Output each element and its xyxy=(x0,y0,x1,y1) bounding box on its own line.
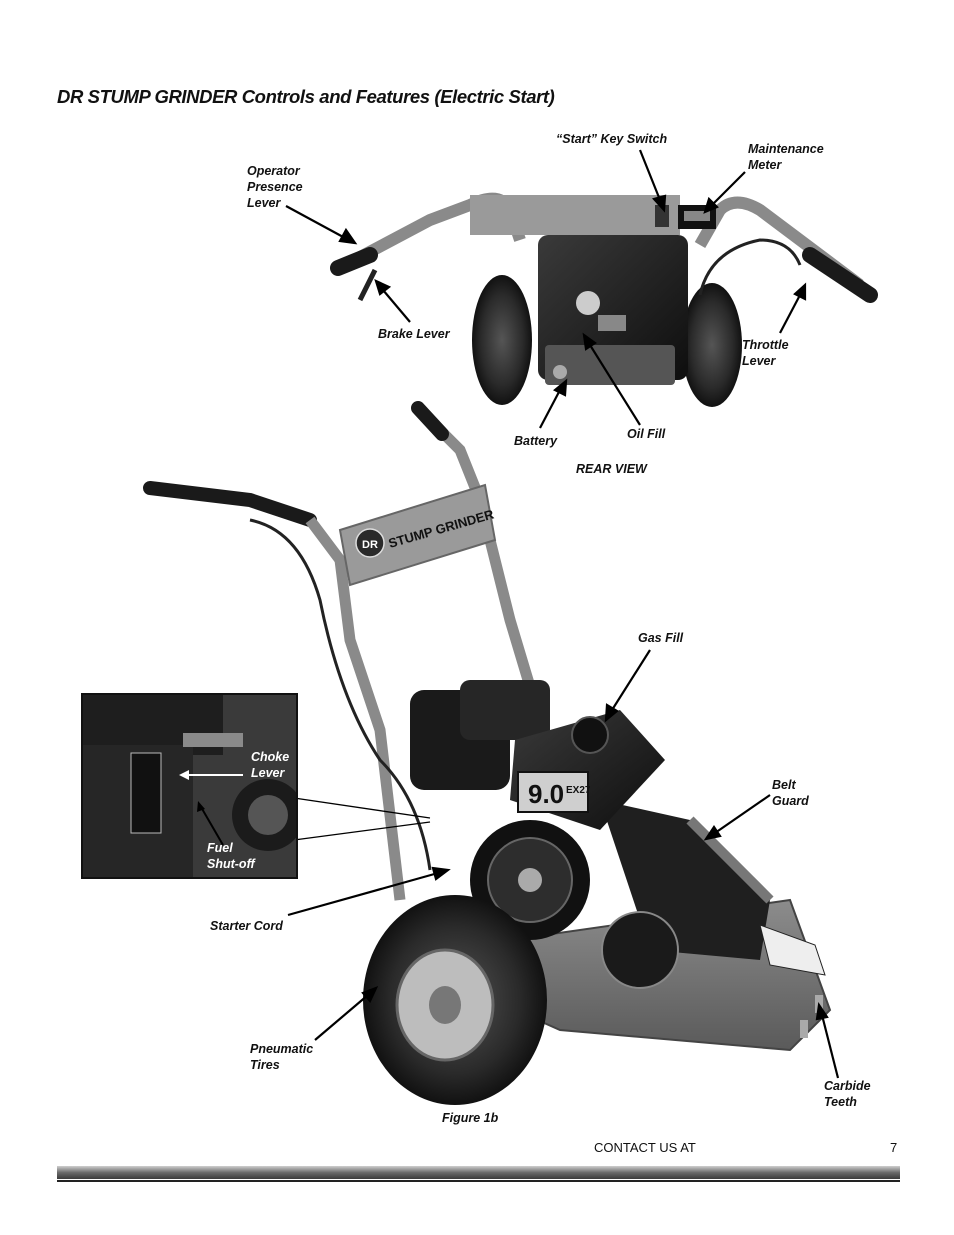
front-view-machine xyxy=(143,401,832,1105)
belt-guard-label: Belt Guard xyxy=(772,778,809,808)
fuel-shutoff-label: Fuel Shut-off xyxy=(207,841,255,871)
choke-lever-label: Choke Lever xyxy=(251,750,290,780)
footer-rule-line xyxy=(57,1180,900,1182)
figure-caption: Figure 1b xyxy=(442,1111,499,1125)
choke-fuel-inset: Choke Lever Fuel Shut-off xyxy=(81,693,298,879)
page-title: DR STUMP GRINDER Controls and Features (… xyxy=(57,86,555,107)
engine-badge-text: 9.0 xyxy=(528,779,564,809)
front-view-arrows xyxy=(287,649,840,1079)
rear-view-arrows xyxy=(285,149,807,429)
footer-rule xyxy=(57,1166,900,1179)
maintenance-meter-label: Maintenance Meter xyxy=(748,142,824,172)
throttle-lever-label: Throttle Lever xyxy=(742,338,789,368)
inset-connector-lines xyxy=(293,797,431,841)
rear-view-machine xyxy=(330,192,878,407)
operator-presence-lever-label: Operator Presence Lever xyxy=(247,164,303,210)
battery-label: Battery xyxy=(514,434,558,448)
starter-cord-label: Starter Cord xyxy=(210,919,283,933)
engine-model-text: EX27 xyxy=(566,785,591,796)
brake-lever-label: Brake Lever xyxy=(378,327,450,341)
footer-contact: CONTACT US AT xyxy=(594,1140,696,1155)
gas-fill-label: Gas Fill xyxy=(638,631,684,645)
page-number: 7 xyxy=(890,1140,898,1155)
carbide-teeth-label: Carbide Teeth xyxy=(824,1079,871,1109)
inset-illustration xyxy=(83,695,296,877)
pneumatic-tires-label: Pneumatic Tires xyxy=(250,1042,314,1072)
rear-view-caption: REAR VIEW xyxy=(576,462,647,476)
dr-logo-text: DR xyxy=(362,539,378,551)
start-key-switch-label: “Start” Key Switch xyxy=(556,132,668,146)
oil-fill-label: Oil Fill xyxy=(627,427,666,441)
